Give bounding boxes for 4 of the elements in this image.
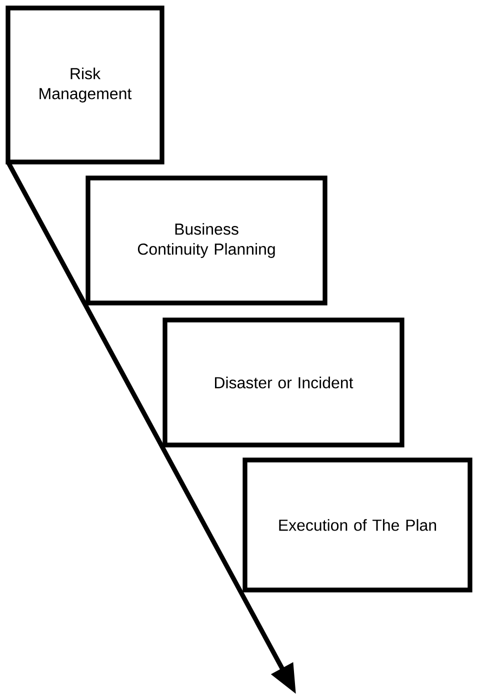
stage-box: Disaster or Incident [162, 318, 404, 448]
stage-box: Risk Management [6, 6, 164, 164]
stage-box: Business Continuity Planning [86, 176, 328, 306]
stage-box: Execution of The Plan [242, 458, 472, 592]
